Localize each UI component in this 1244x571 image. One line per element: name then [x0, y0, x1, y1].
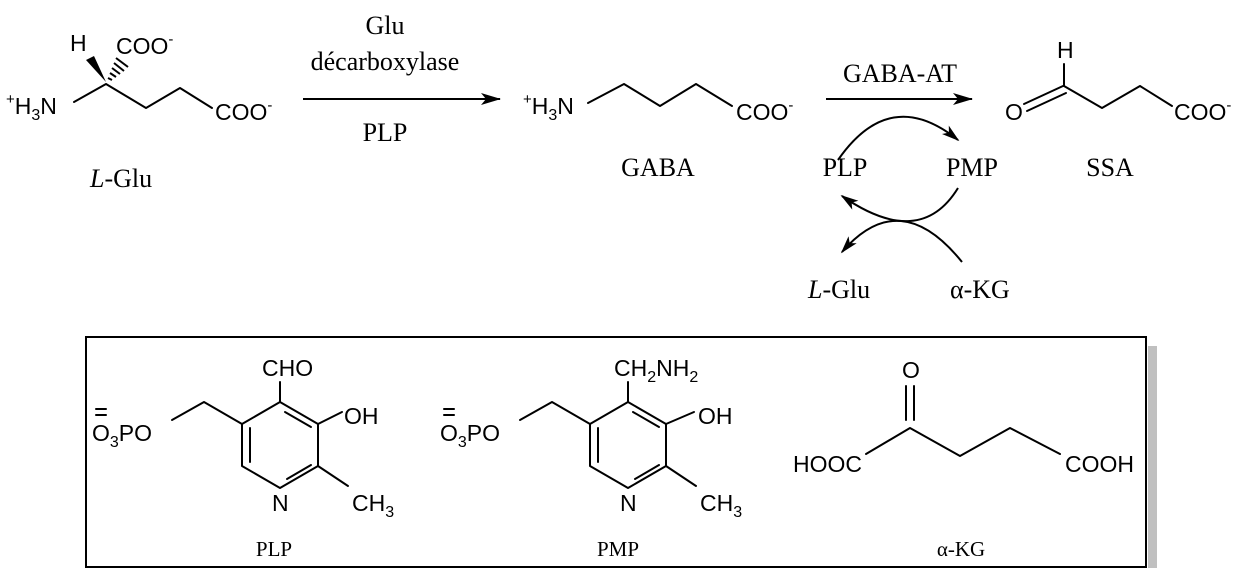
cycle-pmp-label: PMP	[946, 153, 998, 182]
l-glu-h: H	[70, 30, 87, 56]
l-glu-wedge-bond	[86, 56, 106, 82]
plp-cho: CHO	[262, 355, 313, 381]
cycle-lglu-label: L-Glu	[807, 275, 870, 304]
plp-ch3-bond	[317, 465, 349, 487]
pmp-ch2o-bond	[519, 401, 591, 425]
plp-ring-double-1	[284, 411, 312, 428]
l-glu-hash-bond	[107, 57, 129, 81]
cofactor-box	[85, 336, 1147, 568]
pmp-ring-double-3	[634, 464, 660, 480]
gaba-chain	[587, 83, 733, 107]
arrow2-label: GABA-AT	[843, 59, 957, 88]
cycle-akg-label: α-KG	[950, 275, 1010, 304]
pmp-ch3: CH3	[700, 490, 742, 521]
ssa-o: O	[1005, 99, 1023, 125]
plp-n: N	[272, 490, 289, 516]
cycle-arc-middle	[840, 187, 959, 223]
ssa-label: SSA	[1086, 153, 1134, 182]
plp-ch3: CH3	[352, 490, 394, 521]
pmp-phosphate: O3PO	[440, 420, 500, 451]
pmp-structure: CH2NH2 OH N CH3 O3PO PMP	[440, 355, 742, 561]
ssa-chain	[1063, 85, 1173, 109]
cycle-arc-bottom	[840, 219, 963, 263]
ssa-structure: H O COO- SSA	[1005, 37, 1231, 182]
pmp-ring-double-1	[632, 411, 660, 428]
l-glu-structure: H COO- +H3N COO- L-Glu	[6, 30, 272, 193]
akg-o: O	[902, 357, 920, 383]
gaba-structure: +H3N COO- GABA	[523, 83, 793, 182]
transaminase-arrow: GABA-AT PLP PMP L-Glu α-KG	[807, 59, 1010, 304]
akg-caption: α-KG	[937, 537, 985, 561]
l-glu-h3n: +H3N	[6, 91, 57, 124]
plp-ring-double-3	[286, 464, 312, 480]
gaba-coo: COO-	[736, 97, 793, 125]
l-glu-coo-end: COO-	[215, 97, 272, 125]
plp-caption: PLP	[256, 537, 292, 561]
box-shadow	[1148, 346, 1157, 568]
ssa-co-bond-1	[1023, 85, 1064, 105]
akg-hooc: HOOC	[793, 451, 862, 477]
l-glu-chain	[73, 83, 213, 109]
pmp-ch2nh2: CH2NH2	[614, 355, 698, 386]
arrow1-label-line2: décarboxylase	[311, 47, 460, 76]
akg-structure: O HOOC COOH α-KG	[793, 357, 1134, 561]
gaba-h3n: +H3N	[523, 91, 574, 124]
plp-oh: OH	[344, 403, 379, 429]
arrow1-label-line1: Glu	[366, 11, 405, 40]
l-glu-coo-top: COO-	[116, 31, 173, 59]
pmp-ch3-bond	[665, 465, 697, 487]
plp-structure: CHO OH N CH3 O3PO PLP	[92, 355, 394, 561]
plp-ch2o-bond	[171, 401, 243, 425]
pmp-caption: PMP	[597, 537, 639, 561]
l-glu-label: L-Glu	[89, 164, 152, 193]
ssa-coo: COO-	[1174, 97, 1231, 125]
akg-chain	[865, 427, 1061, 457]
ssa-h: H	[1057, 37, 1074, 63]
ssa-co-bond-2	[1026, 92, 1067, 112]
akg-cooh: COOH	[1065, 451, 1134, 477]
pmp-oh: OH	[698, 403, 733, 429]
plp-phosphate: O3PO	[92, 420, 152, 451]
arrow1-label-bottom: PLP	[363, 118, 408, 147]
cycle-plp-label: PLP	[823, 153, 868, 182]
plp-oh-bond	[317, 411, 343, 425]
pmp-oh-bond	[665, 411, 695, 425]
pmp-n: N	[620, 490, 637, 516]
cycle-arc-top	[837, 115, 960, 161]
gaba-label: GABA	[621, 153, 695, 182]
decarboxylase-arrow: Glu décarboxylase PLP	[303, 11, 501, 147]
